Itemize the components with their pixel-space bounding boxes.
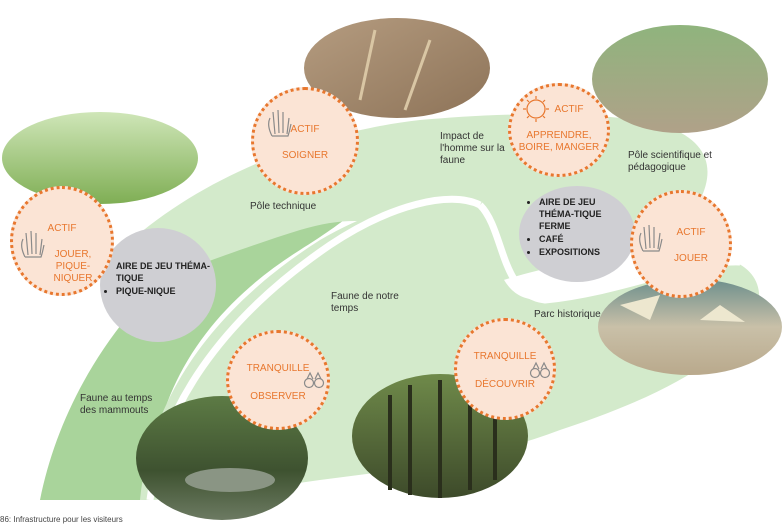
label-faune-notre-temps: Faune de notre temps — [331, 291, 399, 314]
hub-right-item: AIRE DE JEU THÉMA-TIQUE FERME — [539, 196, 629, 232]
badge-decouvrir: TRANQUILLE DÉCOUVRIR — [454, 318, 556, 420]
label-pole-scientifique: Pôle scientifique et pédagogique — [628, 150, 712, 173]
badge-observer: TRANQUILLE OBSERVER — [226, 330, 330, 430]
label-pole-technique: Pôle technique — [250, 201, 317, 212]
figure-caption: 86: Infrastructure pour les visiteurs — [0, 515, 123, 524]
hub-right-item: EXPOSITIONS — [539, 246, 629, 258]
badge-jouer-right: ACTIF JOUER — [630, 190, 732, 298]
badge-decouvrir-bottom: DÉCOUVRIR — [474, 379, 535, 390]
hub-right-item: CAFÉ — [539, 233, 629, 245]
badge-jouer-left-top: ACTIF — [47, 223, 77, 234]
badge-jouer-left-bottom: JOUER, PIQUE-NIQUER — [53, 249, 93, 284]
badge-decouvrir-top: TRANQUILLE — [473, 351, 537, 362]
brain-icon — [523, 96, 549, 122]
photo-terrace-cafe — [592, 25, 768, 133]
hand-icon — [639, 224, 663, 252]
zone-mammouts — [40, 140, 391, 500]
badge-jouer-right-bottom: JOUER — [674, 253, 708, 264]
photo-picnic-meadow — [2, 112, 198, 204]
badge-soigner: ACTIF SOIGNER — [251, 87, 359, 195]
badge-apprendre-bottom: APPRENDRE, BOIRE, MANGER — [518, 130, 600, 153]
photo-playground-sails — [620, 295, 745, 322]
badge-soigner-top: ACTIF — [290, 124, 320, 135]
badge-jouer-left: ACTIF JOUER, PIQUE-NIQUER — [10, 186, 114, 296]
hub-right: AIRE DE JEU THÉMA-TIQUE FERME CAFÉ EXPOS… — [519, 186, 635, 282]
badge-observer-bottom: OBSERVER — [250, 391, 306, 402]
hand-icon — [268, 109, 292, 137]
badge-observer-top: TRANQUILLE — [246, 363, 310, 374]
hub-left-item: AIRE DE JEU THÉMA-TIQUE — [116, 260, 210, 284]
binoculars-icon — [529, 361, 551, 379]
badge-jouer-right-top: ACTIF — [676, 227, 706, 238]
binoculars-icon — [303, 371, 325, 389]
badge-soigner-bottom: SOIGNER — [281, 150, 329, 161]
hub-left: AIRE DE JEU THÉMA-TIQUE PIQUE-NIQUE — [100, 228, 216, 342]
label-faune-mammouts: Faune au temps des mammouts — [80, 393, 153, 416]
photo-rake-handles — [358, 29, 432, 111]
label-impact: Impact de l'homme sur la faune — [440, 131, 505, 166]
badge-apprendre-top: ACTIF — [554, 104, 584, 115]
photo-pond-water — [185, 468, 275, 492]
hub-left-item: PIQUE-NIQUE — [116, 285, 210, 297]
photo-soil-rake — [304, 18, 490, 118]
label-parc-historique: Parc historique — [534, 309, 601, 320]
hand-icon — [21, 230, 45, 258]
badge-apprendre: ACTIF APPRENDRE, BOIRE, MANGER — [508, 83, 610, 177]
